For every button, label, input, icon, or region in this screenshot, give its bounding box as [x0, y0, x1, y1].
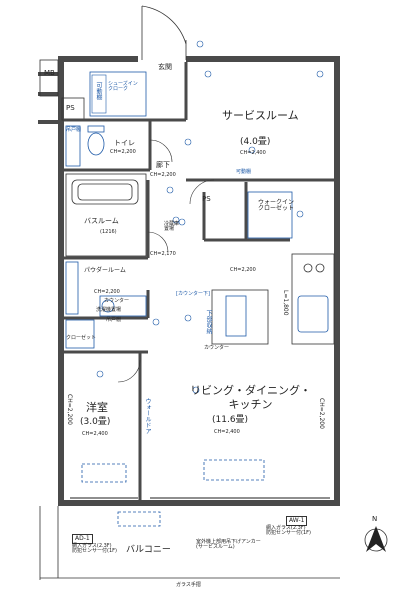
interior-walls	[64, 62, 340, 500]
entrance-label: 玄関	[158, 63, 172, 71]
aw1-text: 網入ガラス(2.3F) 防犯センサー付(1F)	[266, 525, 311, 536]
ad1-tag: AD-1	[72, 534, 93, 544]
powder-room-label: パウダールーム	[84, 267, 126, 274]
counter-label: カウンター	[104, 298, 130, 304]
outer-walls	[38, 56, 340, 506]
walkin-closet-label: ウォークイン クローゼット	[258, 199, 295, 212]
service-room-ch: CH=2,400	[240, 150, 266, 156]
wall-right-dim: CH=2,200	[318, 398, 325, 429]
closet-label: クローゼット	[66, 335, 97, 341]
counter-band-note: [カウンター下]	[176, 291, 210, 297]
powder-fixtures	[65, 261, 147, 349]
lower-storage-note: 下部収納	[205, 310, 212, 334]
ps-left-label: PS	[66, 104, 75, 112]
balcony-note: 室外機上部用吊下げアンカー (サービスルーム)	[196, 539, 261, 550]
western-room-ch: CH=2,400	[82, 431, 108, 437]
ldk-size: (11.6畳)	[212, 415, 249, 425]
kitchen-counter	[211, 253, 335, 345]
mb-shaft	[39, 59, 59, 97]
ps-center-label: PS	[202, 195, 211, 203]
ldk-ch: CH=2,400	[214, 429, 240, 435]
toilet-fixture	[65, 125, 105, 167]
balcony-label: バルコニー	[126, 545, 171, 555]
counter-lower-label: カウンター	[204, 345, 230, 351]
bathtub	[65, 173, 147, 257]
l-dim: L=1,800	[282, 290, 289, 316]
corridor-label: 廊下	[156, 161, 170, 169]
shoes-closet	[89, 71, 147, 117]
bathroom-size: (1216)	[100, 229, 117, 235]
service-room-label: サービスルーム	[222, 109, 299, 122]
kitchen-ch-label: CH=2,200	[230, 267, 256, 273]
hanging-shelf-1-label: 吊戸棚	[66, 127, 82, 133]
corridor-ch-label: CH=2,200	[150, 172, 176, 178]
hanging-shelf-2-label: 吊戸棚	[106, 317, 122, 323]
wall-left-dim: CH=2,200	[66, 394, 73, 425]
wall-door-note: ウォールドア	[144, 398, 151, 434]
movable-shelf-2-label: 可動棚	[236, 169, 252, 175]
entry-door	[141, 5, 187, 60]
shoes-closet-label: シューズイン クローク	[108, 81, 138, 92]
ad1-text: 網入ガラス(2.3F) 防犯センサー付(1F)	[72, 543, 117, 554]
bathroom-label: バスルーム	[84, 217, 119, 225]
toilet-ch-label: CH=2,200	[110, 149, 136, 155]
ldk-label: リビング・ダイニング・ キッチン	[190, 384, 311, 412]
aw1-tag: AW-1	[286, 516, 308, 526]
movable-shelf-1-label: 可動棚	[95, 82, 102, 100]
fixture-symbols	[96, 40, 324, 394]
powder-ch-label: CH=2,200	[94, 289, 120, 295]
shelf-box-1	[91, 74, 107, 114]
ch-2170-label: CH=2,170	[150, 251, 176, 257]
glass-rail-label: ガラス手摺	[176, 582, 201, 588]
mb-label: MB	[44, 69, 55, 77]
walkin-closet-box	[247, 191, 293, 239]
washer-label: 洗濯機置場	[96, 307, 122, 313]
western-room-label: 洋室	[86, 401, 108, 414]
balcony-area	[39, 459, 340, 580]
inner-door-swings	[117, 139, 215, 383]
toilet-label: トイレ	[114, 139, 135, 147]
western-room-size: (3.0畳)	[80, 417, 111, 427]
pantry-label: 冷蔵庫 置場	[164, 221, 180, 232]
north-arrow	[364, 526, 388, 552]
north-label: N	[372, 515, 378, 523]
service-room-size: (4.0畳)	[240, 137, 271, 147]
